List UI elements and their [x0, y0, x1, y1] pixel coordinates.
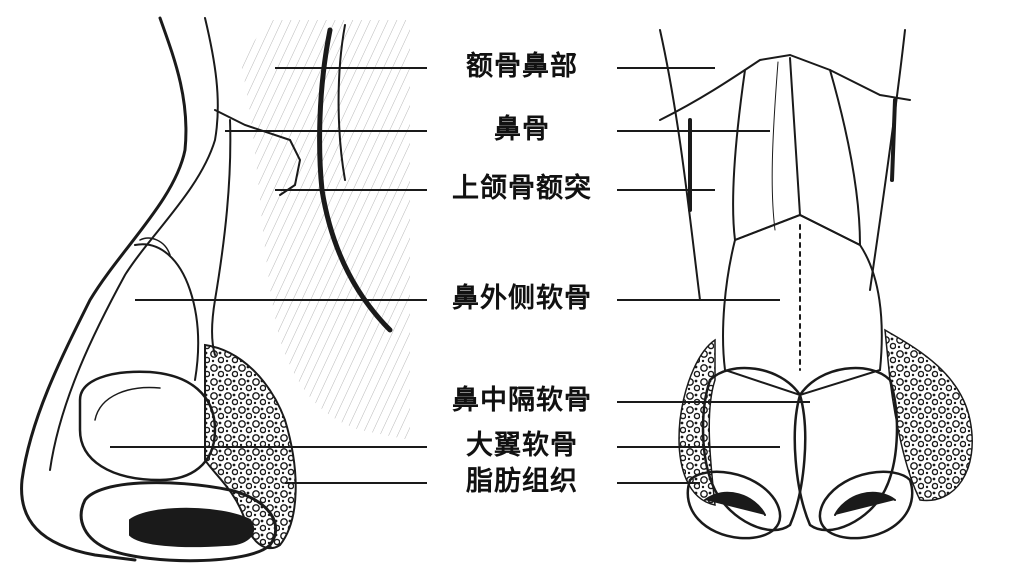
label-lateral-nasal-cartilage: 鼻外侧软骨 [427, 282, 617, 316]
label-maxilla-frontal-process: 上颌骨额突 [427, 172, 617, 206]
leader-lines [110, 67, 810, 484]
nostril-right [818, 470, 914, 540]
alar-cartilage-right [793, 366, 899, 532]
nasal-bone-shape [214, 109, 302, 196]
nostril-lateral [79, 481, 278, 563]
frontal-view [659, 29, 973, 540]
label-frontal-bone-nasal-part: 额骨鼻部 [427, 50, 617, 84]
lateral-cartilage-frontal [722, 213, 883, 397]
nostril-left [686, 470, 782, 540]
fatty-tissue-right [884, 328, 973, 502]
nasal-profile-outline [20, 16, 188, 562]
label-fatty-tissue: 脂肪组织 [427, 465, 617, 499]
label-major-alar-cartilage: 大翼软骨 [427, 429, 617, 463]
lateral-view [20, 16, 410, 563]
label-nasal-bone: 鼻骨 [427, 113, 617, 147]
label-septal-cartilage: 鼻中隔软骨 [427, 384, 617, 418]
fatty-tissue-left [678, 338, 716, 506]
